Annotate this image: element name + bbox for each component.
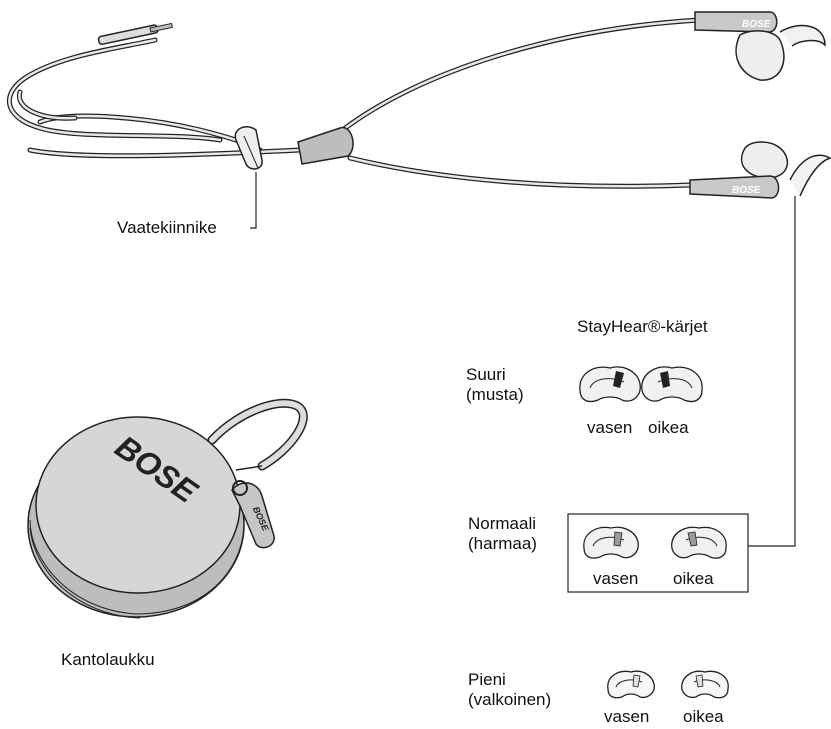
tips-header: StayHear®-kärjet	[577, 317, 708, 337]
pieni-size-label: Pieni (valkoinen)	[468, 670, 551, 710]
pieni-color: (valkoinen)	[468, 690, 551, 710]
clip-label: Vaatekiinnike	[117, 218, 217, 238]
suuri-right-label: oikea	[648, 418, 689, 438]
tip-suuri-left	[580, 367, 640, 402]
tip-leader-line	[748, 196, 795, 546]
right-bud-logo: BOSE	[732, 185, 761, 196]
tip-pieni-right	[682, 671, 729, 698]
normaali-name: Normaali	[468, 514, 537, 534]
tip-pieni-left	[608, 671, 655, 698]
left-bud-logo: BOSE	[742, 19, 771, 30]
suuri-size-label: Suuri (musta)	[466, 365, 524, 405]
tip-normaali-right	[672, 527, 726, 558]
pieni-left-label: vasen	[604, 707, 649, 727]
left-earbud[interactable]: BOSE	[695, 12, 825, 80]
clothing-clip[interactable]	[235, 127, 262, 169]
case-label: Kantolaukku	[61, 650, 155, 670]
headphone-cable	[9, 20, 700, 186]
normaali-color: (harmaa)	[468, 534, 537, 554]
cable-splitter	[298, 128, 353, 164]
normaali-right-label: oikea	[673, 569, 714, 589]
normaali-size-label: Normaali (harmaa)	[468, 514, 537, 554]
carrying-case[interactable]: BOSE BOSE	[28, 403, 303, 618]
suuri-color: (musta)	[466, 385, 524, 405]
pieni-name: Pieni	[468, 670, 551, 690]
right-earbud[interactable]: BOSE	[690, 142, 830, 198]
tip-normaali-left	[584, 527, 638, 558]
suuri-left-label: vasen	[587, 418, 632, 438]
suuri-name: Suuri	[466, 365, 524, 385]
clip-leader-line	[250, 172, 256, 228]
normaali-left-label: vasen	[593, 569, 638, 589]
tip-suuri-right	[642, 367, 702, 402]
pieni-right-label: oikea	[683, 707, 724, 727]
